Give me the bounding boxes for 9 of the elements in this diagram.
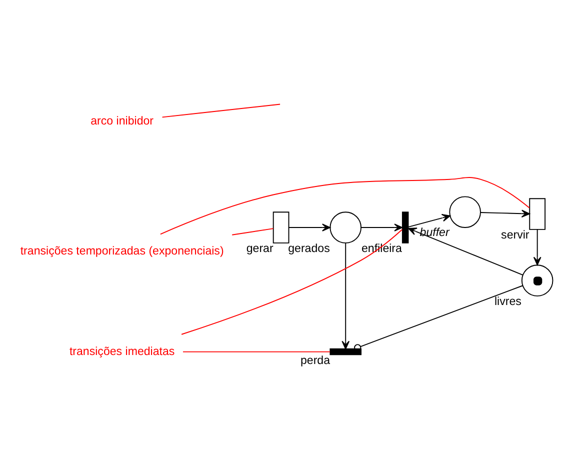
node-text: transições temporizadas (exponenciais) [20,245,224,258]
node-label: buffer [420,226,450,238]
node-label: gerados [288,242,330,255]
node-label: perda [300,354,330,366]
node-label: gerar [246,242,274,255]
node-text: arco inibidor [90,115,154,128]
node-text: transições imediatas [69,345,175,358]
node-label: servir [501,229,530,242]
node-label: livres [494,296,522,308]
